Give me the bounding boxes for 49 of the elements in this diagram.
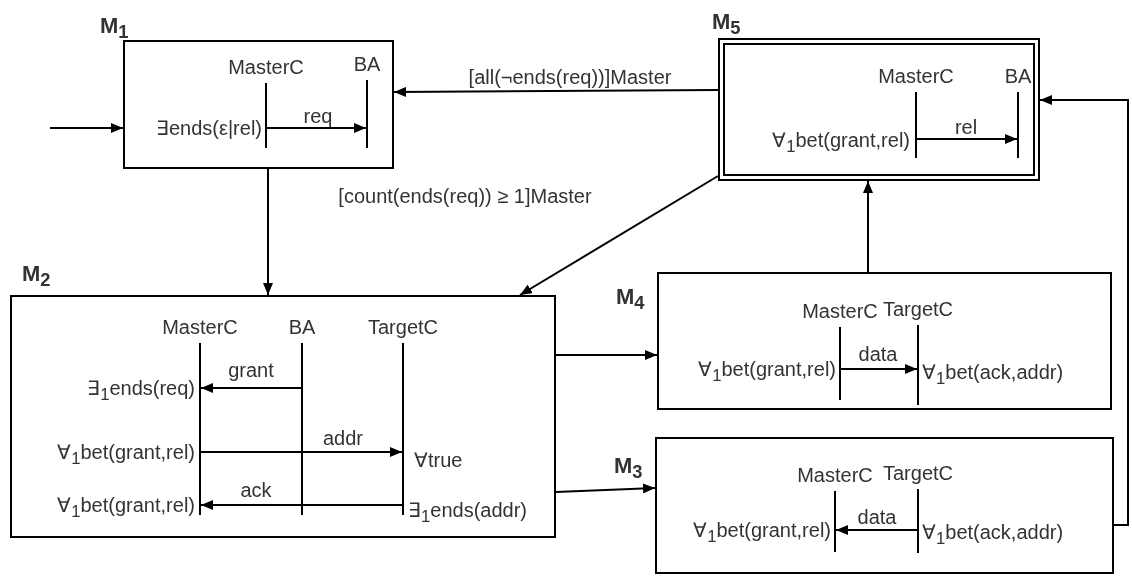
- arrow: [840, 364, 918, 374]
- condition-label: ∀$_{1}$bet(grant,rel): [772, 128, 910, 158]
- arrow: [555, 483, 656, 494]
- condition-label: ∀$_{1}$bet(ack,addr): [922, 520, 1064, 550]
- frame-name: M$_{2}$: [22, 262, 51, 293]
- double-frame-box: [718, 38, 1040, 181]
- frame-name: M$_{1}$: [100, 14, 129, 45]
- arrow: [263, 168, 273, 296]
- frame-box: [123, 40, 394, 169]
- condition-label: ∃ends(ε|rel): [155, 116, 262, 140]
- lifeline-label: MasterC: [162, 315, 238, 339]
- lifeline-label: TargetC: [883, 461, 953, 485]
- condition-label: ∃$_{1}$ends(req): [87, 376, 195, 406]
- arrow: [519, 175, 719, 296]
- frame-name: M$_{4}$: [616, 285, 645, 316]
- arrow: [200, 500, 403, 510]
- lifeline-label: BA: [288, 315, 316, 339]
- lifeline-label: BA: [1004, 64, 1032, 88]
- arrow: [393, 86, 719, 97]
- lifeline-label: BA: [353, 52, 381, 76]
- condition-label: ∀$_{1}$bet(grant,rel): [57, 440, 195, 470]
- condition-label: ∀$_{1}$bet(ack,addr): [922, 360, 1064, 390]
- arrow: [200, 447, 403, 457]
- arrow: [1039, 95, 1129, 526]
- arrow: [863, 180, 873, 273]
- edge-label: [all(¬ends(req))]Master: [466, 66, 674, 88]
- arrow: [266, 123, 367, 133]
- arrow: [835, 525, 918, 535]
- frame-box: [655, 437, 1114, 574]
- condition-label: ∀$_{1}$bet(grant,rel): [693, 518, 831, 548]
- frame-box: [10, 295, 556, 538]
- arrow: [49, 123, 124, 133]
- condition-label: ∀$_{1}$bet(grant,rel): [57, 493, 195, 523]
- arrow: [916, 134, 1018, 144]
- lifeline-label: MasterC: [802, 299, 878, 323]
- condition-label: ∃$_{1}$ends(addr): [408, 498, 527, 528]
- arrow: [555, 350, 658, 360]
- edge-label: [count(ends(req)) ≥ 1]Master: [336, 185, 594, 207]
- lifeline-label: TargetC: [368, 315, 438, 339]
- lifeline-label: MasterC: [878, 64, 954, 88]
- condition-label: ∀true: [414, 448, 463, 472]
- condition-label: ∀$_{1}$bet(grant,rel): [698, 357, 836, 387]
- lifeline-label: MasterC: [228, 55, 304, 79]
- frame-box: [657, 272, 1112, 410]
- frame-name: M$_{5}$: [712, 10, 741, 41]
- lifeline-label: TargetC: [883, 297, 953, 321]
- frame-name: M$_{3}$: [614, 454, 643, 485]
- arrow: [200, 383, 302, 393]
- lifeline-label: MasterC: [797, 463, 873, 487]
